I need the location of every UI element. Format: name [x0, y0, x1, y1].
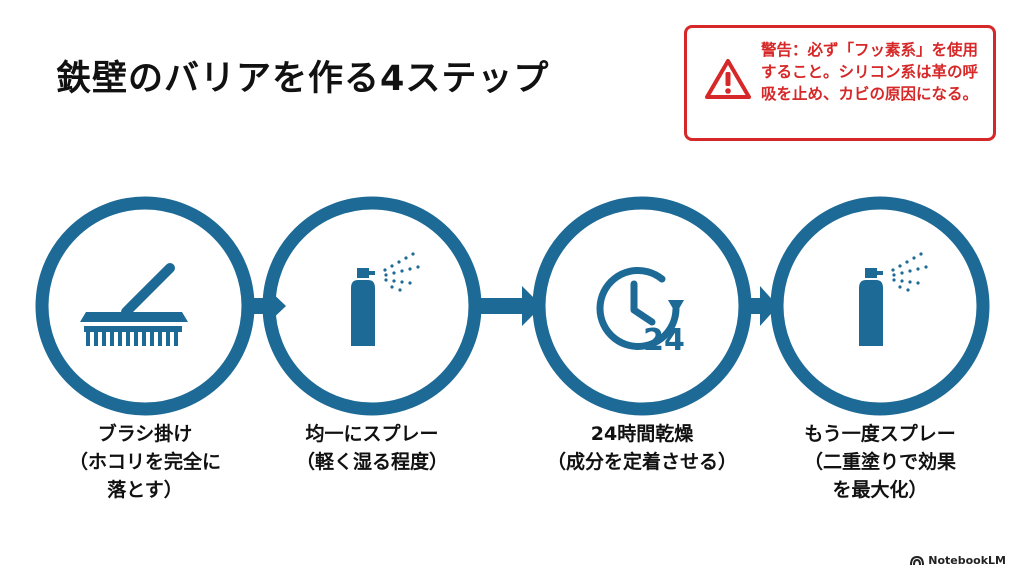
step-circle-3 [532, 196, 752, 416]
arrow-right-icon [247, 286, 286, 326]
footer-text: NotebookLM [928, 554, 1006, 567]
clock-24-label: 24 [643, 323, 685, 358]
brush-icon [80, 263, 188, 346]
step-circle-1 [35, 196, 255, 416]
warning-triangle-icon [705, 59, 751, 99]
page-title: 鉄壁のバリアを作る4ステップ [56, 59, 550, 99]
step-label-1: ブラシ掛け （ホコリを完全に 落とす） [68, 423, 221, 501]
footer-brand: NotebookLM [910, 554, 1006, 567]
step-label-2: 均一にスプレー （軽く湿る程度） [295, 423, 448, 473]
warning-box: 警告：必ず「フッ素系」を使用すること。シリコン系は革の呼吸を止め、カビの原因にな… [684, 25, 996, 141]
notebooklm-logo-icon [910, 555, 925, 566]
warning-text: 警告：必ず「フッ素系」を使用すること。シリコン系は革の呼吸を止め、カビの原因にな… [761, 41, 979, 103]
arrow-right-icon [474, 286, 542, 326]
step-label-4: もう一度スプレー （二重塗りで効果 を最大化） [803, 423, 956, 501]
spray-can-icon [859, 252, 928, 346]
arrow-right-icon [744, 286, 778, 326]
step-label-3: 24時間乾燥 （成分を定着させる） [546, 423, 737, 473]
clock-24h-icon: 24 [596, 266, 685, 358]
spray-can-icon [351, 252, 420, 346]
